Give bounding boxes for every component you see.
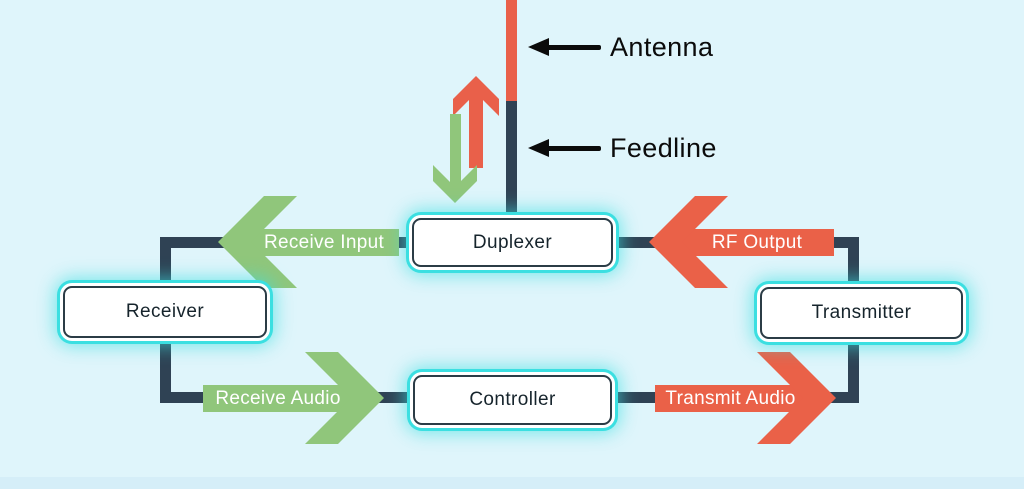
controller-label: Controller: [469, 389, 556, 410]
receiver-box: Receiver: [63, 286, 267, 338]
right-arrow-icon: [203, 352, 384, 444]
receive-audio-label: Receive Audio: [215, 387, 341, 409]
duplexer-box: Duplexer: [412, 218, 613, 267]
controller-box: Controller: [413, 375, 612, 425]
receive-input-label: Receive Input: [263, 231, 385, 253]
transmitter-label: Transmitter: [811, 302, 912, 323]
duplexer-label: Duplexer: [472, 231, 553, 253]
black-arrowhead-icon: [528, 38, 549, 56]
black-arrowhead-icon: [528, 139, 549, 157]
receive-down-arrow: [432, 112, 478, 204]
transmit-up-arrow: [452, 76, 500, 168]
antenna-annotation-label: Antenna: [610, 32, 714, 62]
receive-input-arrow: Receive Input: [217, 194, 402, 291]
rf-output-arrow: RF Output: [648, 194, 834, 291]
receiver-label: Receiver: [125, 301, 205, 322]
black-arrow-tail: [547, 45, 601, 50]
down-arrow-icon: [433, 114, 477, 203]
feedline-line: [506, 101, 517, 221]
transmit-audio-arrow: Transmit Audio: [653, 350, 838, 447]
left-arrow-icon: [218, 196, 399, 288]
bottom-edge-strip: [0, 477, 1024, 489]
rf-output-label: RF Output: [711, 231, 803, 253]
black-arrow-tail: [547, 146, 601, 151]
receive-audio-arrow: Receive Audio: [201, 350, 386, 447]
antenna-mast-line: [506, 0, 517, 101]
left-arrow-icon: [649, 196, 834, 288]
transmit-audio-label: Transmit Audio: [665, 387, 796, 409]
feedline-annotation-label: Feedline: [610, 133, 717, 163]
up-arrow-icon: [453, 76, 499, 168]
right-arrow-icon: [655, 352, 836, 444]
transmitter-box: Transmitter: [760, 287, 963, 339]
